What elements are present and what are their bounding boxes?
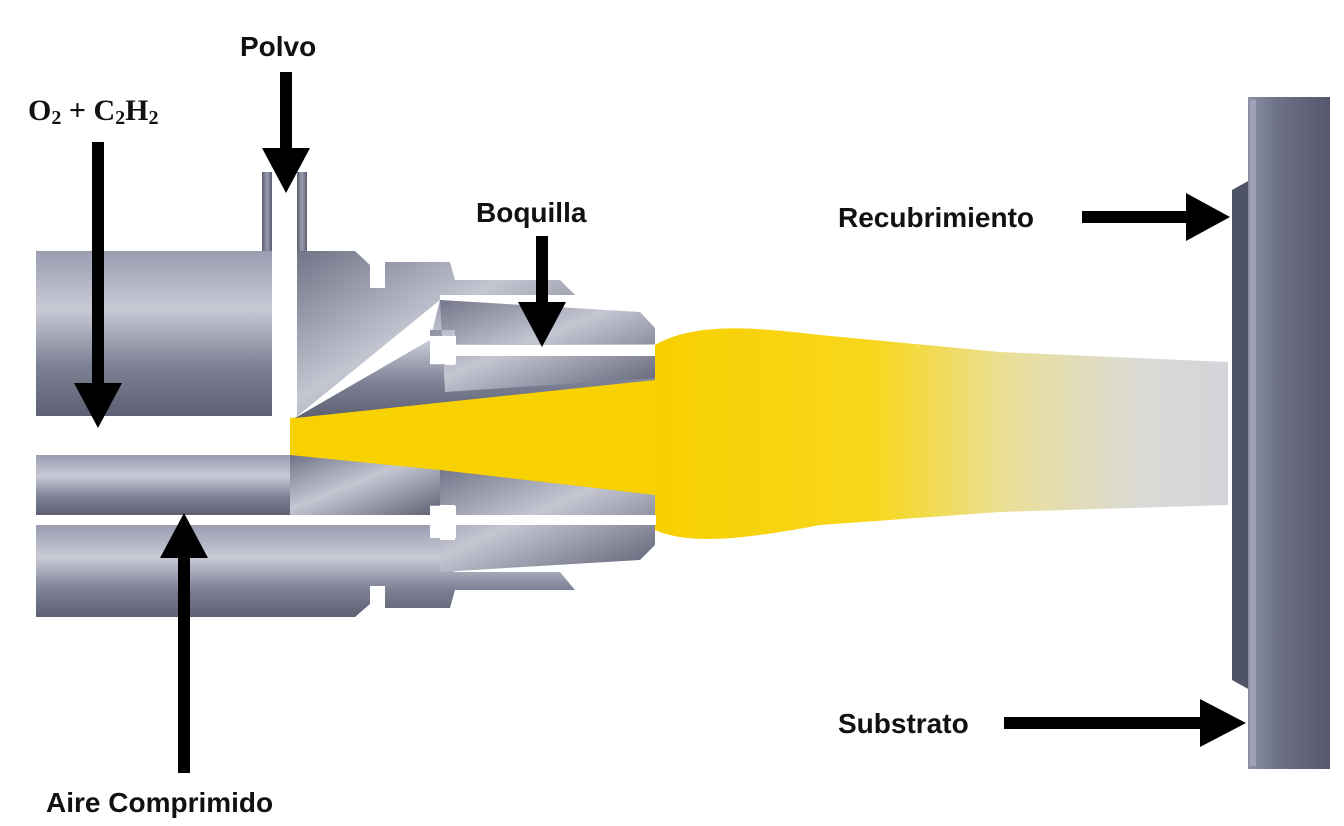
label-gases: O2 + C2H2 xyxy=(28,94,158,129)
torch-body-upper-left xyxy=(36,251,272,416)
nozzle-upper-slot xyxy=(430,336,456,364)
label-substrato: Substrato xyxy=(838,708,969,739)
arrow-polvo xyxy=(262,72,310,193)
label-recubrimiento: Recubrimiento xyxy=(838,202,1034,233)
torch-body-lower-top xyxy=(36,455,290,515)
arrow-recubrimiento xyxy=(1082,193,1230,241)
torch-body-lower-top-right xyxy=(290,455,440,515)
compressed-air-channel xyxy=(36,515,656,525)
coating-layer xyxy=(1232,180,1250,690)
label-polvo: Polvo xyxy=(240,31,316,62)
nozzle-upper-cap xyxy=(430,300,655,392)
powder-tube-left-wall xyxy=(262,172,272,252)
arrow-boquilla xyxy=(518,236,566,347)
substrate-plate xyxy=(1248,97,1330,769)
powder-tube-right-wall xyxy=(297,172,307,252)
nozzle-lower xyxy=(430,470,655,572)
arrow-gases xyxy=(74,142,122,428)
flame-core xyxy=(290,372,660,500)
nozzle-lower-slot xyxy=(430,506,456,538)
flame-plume xyxy=(655,328,1228,540)
label-boquilla: Boquilla xyxy=(476,197,587,228)
substrate-highlight xyxy=(1250,100,1256,766)
arrow-substrato xyxy=(1004,699,1246,747)
label-aire-comprimido: Aire Comprimido xyxy=(46,787,273,818)
arrow-aire xyxy=(160,513,208,773)
torch-body-upper-right xyxy=(295,251,575,418)
nozzle-upper-channel xyxy=(455,345,655,355)
